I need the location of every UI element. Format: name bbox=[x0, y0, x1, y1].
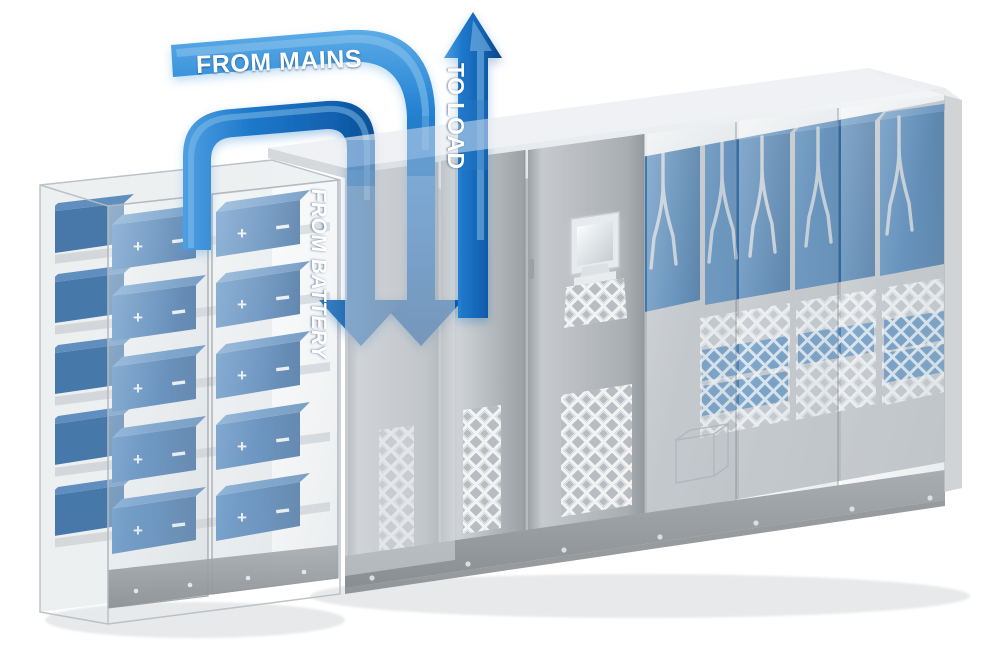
ups-cabinet-top-edge bbox=[268, 148, 345, 178]
floor-shadow bbox=[45, 574, 970, 638]
vent-grille bbox=[564, 278, 627, 328]
display-base bbox=[574, 271, 616, 286]
door-handle[interactable] bbox=[529, 258, 534, 280]
battery-unit bbox=[55, 194, 134, 254]
bolt bbox=[245, 575, 251, 581]
ups-cabinet-side-wall bbox=[944, 95, 962, 492]
bolt bbox=[465, 561, 471, 567]
ups-cabinet-base-shadow bbox=[345, 500, 945, 594]
bolt bbox=[187, 582, 193, 588]
bolt bbox=[657, 534, 663, 540]
bolt bbox=[133, 588, 139, 594]
bolt bbox=[927, 495, 933, 501]
bolt bbox=[369, 575, 375, 581]
cabinet-door-glass[interactable] bbox=[739, 108, 838, 518]
battery-cabinet[interactable]: + + + + + bbox=[39, 159, 341, 625]
arrow-glass-refraction bbox=[347, 100, 488, 186]
battery-bank-rear bbox=[55, 194, 134, 537]
cabinet-glass-overlay bbox=[268, 68, 945, 576]
battery-cabinet-plinth bbox=[108, 545, 338, 608]
battery-plinth-bolt-group bbox=[133, 569, 307, 594]
bolt bbox=[753, 520, 759, 526]
cabinet-door-glass[interactable] bbox=[841, 95, 944, 505]
bolt bbox=[301, 569, 307, 575]
arrow-to-load-body bbox=[444, 12, 502, 318]
bolt bbox=[849, 506, 855, 512]
plinth-bolt-group bbox=[369, 495, 933, 581]
battery-enclosure-edges bbox=[39, 159, 341, 625]
cabinet-door-glass[interactable] bbox=[647, 122, 736, 529]
bolt bbox=[561, 547, 567, 553]
vent-grille bbox=[561, 384, 632, 517]
control-panel[interactable] bbox=[570, 211, 620, 286]
vent-grille bbox=[463, 405, 501, 534]
ups-cabinet-plinth bbox=[345, 470, 945, 588]
battery-cabinet-glass-door[interactable] bbox=[108, 195, 208, 608]
battery-cabinet-glass-door[interactable] bbox=[212, 180, 338, 594]
display-screen[interactable] bbox=[577, 221, 613, 266]
